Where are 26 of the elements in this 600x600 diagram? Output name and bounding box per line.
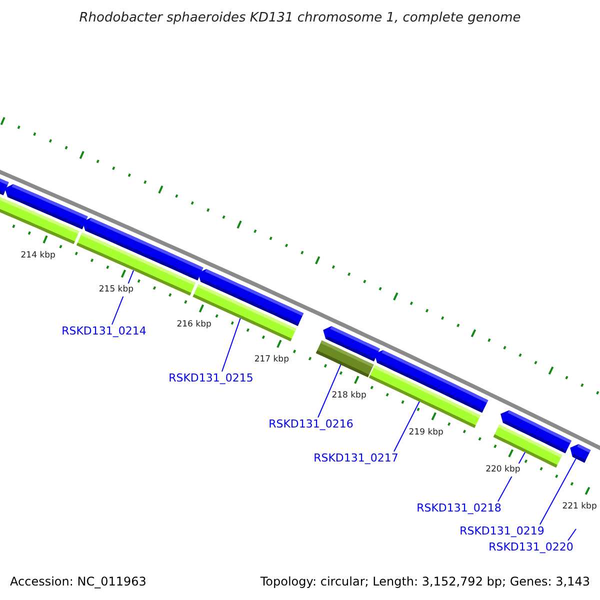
gene-bar bbox=[570, 444, 591, 463]
accession-text: Accession: NC_011963 bbox=[10, 576, 146, 588]
gene-label: RSKD131_0219 bbox=[460, 524, 544, 538]
gene-bar bbox=[82, 218, 204, 280]
gene-label: RSKD131_0217 bbox=[314, 452, 398, 464]
scale-label: 214 kbp bbox=[20, 249, 56, 262]
gene-bar bbox=[323, 326, 380, 362]
leader-line bbox=[222, 318, 241, 372]
gene-label: RSKD131_0216 bbox=[268, 418, 354, 430]
gene-bar bbox=[374, 350, 488, 413]
scale-label: 216 kbp bbox=[176, 318, 212, 332]
gene-label: RSKD131_0214 bbox=[62, 324, 146, 338]
leader-line bbox=[540, 458, 576, 525]
gene-label: RSKD131_0218 bbox=[416, 502, 502, 514]
scale-label: 219 kbp bbox=[408, 426, 444, 440]
leader-line bbox=[318, 364, 342, 418]
scale-label: 220 kbp bbox=[484, 463, 522, 476]
map-title: Rhodobacter sphaeroides KD131 chromosome 1, complete genome bbox=[79, 12, 521, 24]
leader-line bbox=[394, 401, 420, 452]
gene-label: RSKD131_0215 bbox=[168, 372, 254, 384]
gene-bar bbox=[4, 184, 88, 230]
scale-label: 215 kbp bbox=[98, 284, 135, 297]
gene-label: RSKD131_0220 bbox=[488, 540, 574, 554]
leader-line bbox=[568, 528, 576, 541]
gene-bar bbox=[500, 410, 572, 454]
genome-stats-text: Topology: circular; Length: 3,152,792 bp; Genes: 3,143 bbox=[260, 576, 590, 588]
